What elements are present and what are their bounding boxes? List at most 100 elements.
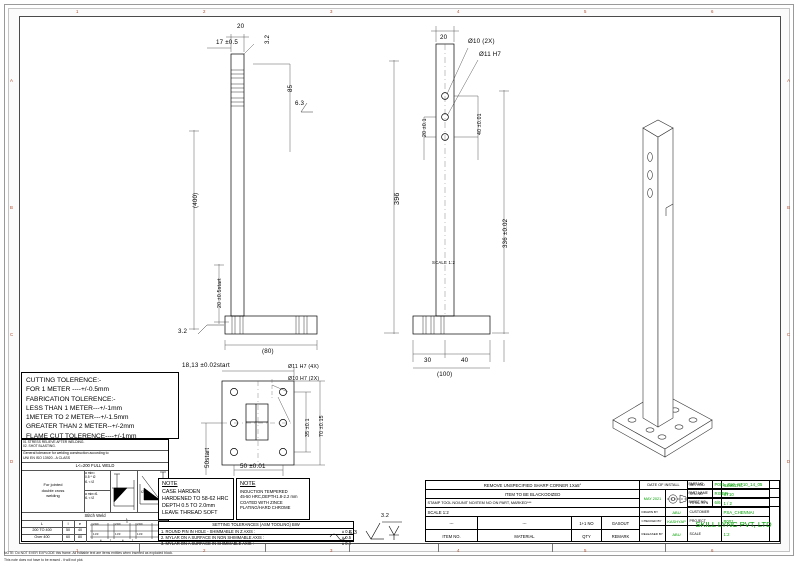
tb-item-value-1: --- [478, 517, 572, 530]
tb-scale-value: 1:2 [722, 526, 770, 542]
stitch-dim-l-2: l [132, 538, 133, 542]
zone-left-d: D [10, 459, 14, 464]
note-case-harden-title: NOTE [162, 480, 178, 487]
tb-part-name-label: PART NAME [687, 489, 713, 498]
front-dim-base-width: (80) [262, 348, 274, 355]
note-induction-line-3: PLATING/HARD CHROME [240, 505, 291, 511]
setting-tolerance-row: 1. ROUND PIN IN HOLE - SHIMMABLE IN Z AX… [159, 529, 353, 535]
side-hole-note-2: Ø11 H7 [479, 51, 502, 58]
zone-top-2: 2 [203, 9, 206, 14]
note-induction-line-0: INDUCTION TEMPERED [240, 488, 288, 494]
tb-item-value-2: 1+1 NO [572, 517, 602, 530]
tb-checked-by-label: CHECKED BY [640, 517, 666, 526]
tb-part-no-label: PART NO [687, 480, 713, 489]
plan-dim-bottom: 50 ±0.01 [240, 463, 266, 470]
stitch-mark-3: 133 [93, 532, 99, 536]
stitch-row-1-L: Over 400 [34, 535, 50, 539]
zone-left-a: A [10, 78, 13, 83]
tb-customer-value: PSA_CHENNAI [722, 508, 770, 517]
stitch-row-1-e: 80 [77, 535, 83, 539]
setting-tolerances-table: SETTING TOLERANCES (ASM TOOLING) BIW 1. … [158, 521, 354, 546]
tb-sheet-no-label: SHEET NO [687, 498, 713, 507]
side-dim-base-total: (100) [437, 371, 453, 378]
front-surface-finish-bottom: 3.2 [178, 328, 188, 335]
weld-joint-label: For jointed double cross welding [41, 482, 65, 498]
weld-note-1: 01 STRESS RELIEVE AFTER WELDING. [23, 440, 85, 444]
stitch-header-L: L [40, 521, 44, 526]
tb-customer-label: CUSTOMER [688, 508, 722, 517]
stitch-dim-l-1: l [110, 538, 111, 542]
tb-company-name: SKILL LYNC PVT, LTD [695, 520, 772, 529]
cut-tol-line-5: GREATER THAN 2 METER--+/-2mm [26, 423, 135, 431]
frame-outer-border [4, 4, 794, 556]
tb-date-install-label: DATE OF INSTALL [640, 481, 688, 490]
note-case-harden-line-0: CASE HARDEN [162, 488, 201, 495]
note-case-harden-line-3: LEAVE THREAD SOFT [162, 509, 218, 516]
tb-stn-no-label: STN NO [688, 490, 722, 499]
weld-symbol-graphics [112, 471, 166, 510]
surface-finish-value-right: 3.2 [381, 513, 390, 519]
side-scale-label: SCALE 1:2 [432, 260, 456, 265]
setting-tolerances-header: SETTING TOLERANCES (ASM TOOLING) BIW [159, 522, 353, 529]
title-block: REMOVE UNSPECIFIED SHARP CORNER 1Xa5° IT… [425, 480, 780, 542]
tb-part-identity-group [687, 480, 780, 542]
plan-hole-note-2: Ø10 H7 (2X) [288, 376, 320, 382]
zone-top-6: 6 [711, 9, 714, 14]
tb-stn-no-value: ST10 [722, 490, 770, 499]
setting-tolerance-row: 3. MYLAR ON A SURFACE IN SHIMMABLE AXIS … [159, 541, 353, 546]
weld-full-weld-label: L<=200 FULL WELD [75, 463, 115, 468]
zone-left-b: B [10, 205, 13, 210]
footer-note-line-2: This note does not have to be erased - i… [4, 558, 84, 562]
side-dim-base-a: 30 [424, 357, 432, 364]
tb-drawn-by-value: ABU [666, 508, 688, 517]
front-dim-width: 20 [237, 23, 245, 30]
stitch-weld-diagram [90, 521, 167, 539]
setting-tol-text-2: 3. MYLAR ON A SURFACE IN SHIMMABLE AXIS … [161, 541, 254, 546]
tb-part-no-value: P001_Z10_ST10_14_05 [713, 480, 780, 489]
stitch-header-e: e [78, 521, 82, 526]
stitch-dim-e-1: e [100, 538, 102, 542]
zone-bottom-4: 4 [457, 548, 460, 553]
zone-right-a: A [787, 78, 790, 83]
zone-top-5: 5 [584, 9, 587, 14]
note-induction-title: NOTE [240, 480, 256, 487]
zone-right-d: D [786, 459, 790, 464]
tb-project-label: PROJECT [688, 517, 722, 526]
stitch-header-l: l [67, 521, 69, 526]
tb-checked-by-value: KASHYAP [666, 517, 688, 526]
note-induction-line-2: COATED WITH ZINCE [240, 499, 283, 505]
tb-released-by-label: RELEASED BY [640, 526, 666, 542]
tb-drawn-by-label: DRAWN BY [640, 508, 666, 517]
stitch-mark-2: 200 [137, 522, 143, 526]
front-dim-offset: 17 ±0.5 [216, 39, 238, 46]
stitch-row-0-e: 40 [77, 528, 83, 532]
stitch-row-0-L: 200 TO 400 [32, 528, 52, 532]
zone-bottom-6: 6 [711, 548, 714, 553]
tb-method-label: METHOD [688, 481, 722, 490]
tb-item-header-3: REMARK [602, 530, 640, 542]
side-dim-base-b: 40 [461, 357, 469, 364]
tb-total-stn-label: TOTAL STN [688, 499, 722, 508]
weld-a-min-1: a min= 0.5 * t2 t1 < t2 [85, 471, 96, 484]
side-dim-width: 20 [440, 34, 448, 41]
setting-tolerance-row: 2. MYLAR ON A SURFACE IN NON SHIMMABLE A… [159, 535, 353, 541]
cut-tol-line-0: CUTTING TOLERENCE:- [26, 377, 102, 384]
zone-right-c: C [786, 332, 790, 337]
cut-tol-line-2: FABRICATION TOLERENCE:- [26, 395, 116, 403]
tb-stamp-note: STAMP TOOL NO/UNIT NO/ITEM NO ON PART, M… [426, 499, 640, 508]
tb-blackodized: ITEM TO BE BLACKODIZED [426, 490, 640, 499]
zone-bottom-5: 5 [584, 548, 587, 553]
note-case-harden-line-2: DEPTH 0.5 TO 2.0mm [162, 502, 216, 509]
stitch-weld-title: Stitch Weld [84, 513, 106, 518]
stitch-mark-4: 133 [115, 532, 121, 536]
note-case-harden-box: NOTE CASE HARDEN HARDENED TO 58-62 HRC D… [158, 478, 234, 520]
front-surface-finish-top: 6.3 [295, 100, 305, 107]
tb-project-value: P001 [722, 517, 770, 526]
weld-standard: UNI EN ISO 13920 - A CLASS [23, 456, 71, 460]
zone-left-c: C [10, 332, 14, 337]
tb-date-install-value: MAY 2021 [640, 490, 666, 508]
tb-item-value-3: GASOUT [602, 517, 640, 530]
